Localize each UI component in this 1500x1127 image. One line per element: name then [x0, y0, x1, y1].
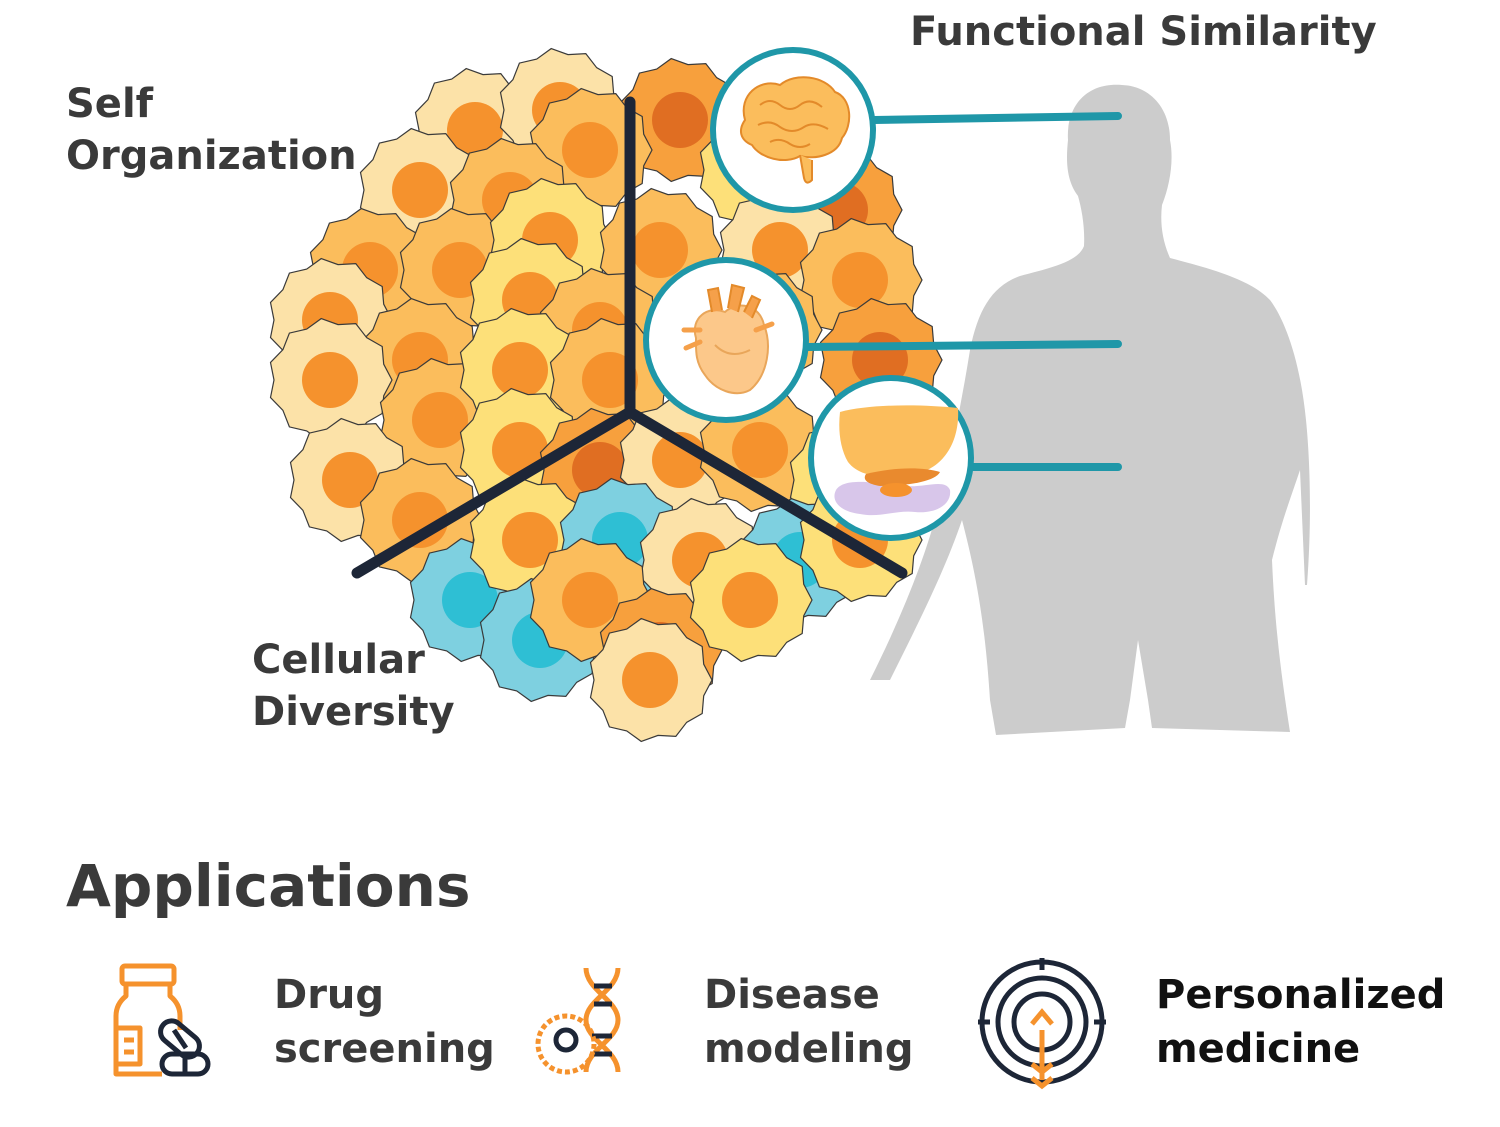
organoid-cell-nucleus — [752, 222, 808, 278]
organoid-cell-nucleus — [322, 452, 378, 508]
brain-icon — [710, 47, 876, 213]
label-line: Diversity — [252, 689, 455, 735]
organoid-cell-nucleus — [652, 92, 708, 148]
organoid-cell-nucleus — [302, 352, 358, 408]
organoid-divider — [351, 96, 908, 579]
dna-cell-icon — [535, 967, 621, 1075]
app-label-line: screening — [274, 1026, 495, 1072]
app-drug-screening-label: Drug screening — [274, 968, 495, 1076]
target-arrow-icon — [978, 958, 1106, 1090]
drug-bottle-pills-icon — [113, 963, 211, 1077]
app-disease-modeling-label: Disease modeling — [704, 968, 913, 1076]
functional-similarity-label: Functional Similarity — [910, 9, 1377, 55]
human-silhouette — [870, 84, 1310, 735]
organoid-cluster — [269, 47, 943, 743]
label-line: Self — [66, 81, 154, 127]
heart-icon — [643, 257, 809, 423]
organoid-cell-nucleus — [412, 392, 468, 448]
app-label-line: medicine — [1156, 1026, 1361, 1072]
connector-lines — [802, 112, 1122, 471]
organoid-cell-nucleus — [442, 572, 498, 628]
app-label-line: Disease — [704, 972, 880, 1018]
organoid-cell-nucleus — [562, 122, 618, 178]
cellular-diversity-label: Cellular Diversity — [252, 634, 455, 738]
organoid-cell-nucleus — [562, 572, 618, 628]
organoid-cell-nucleus — [447, 102, 503, 158]
organoid-cell-nucleus — [392, 492, 448, 548]
label-line: Organization — [66, 133, 357, 179]
organoid-cell-nucleus — [582, 352, 638, 408]
organoid-cell-nucleus — [502, 512, 558, 568]
organoid-cell-nucleus — [632, 222, 688, 278]
app-label-line: Personalized — [1156, 972, 1446, 1018]
organoid-cell-nucleus — [832, 252, 888, 308]
organoid-cell-nucleus — [392, 162, 448, 218]
organoid-cell-nucleus — [732, 422, 788, 478]
liver-pancreas-icon — [808, 375, 974, 541]
app-label-line: modeling — [704, 1026, 914, 1072]
app-personalized-medicine-label: Personalized medicine — [1156, 968, 1445, 1076]
app-label-line: Drug — [274, 972, 385, 1018]
organoid-cell-nucleus — [492, 342, 548, 398]
label-line: Cellular — [252, 637, 425, 683]
self-organization-label: Self Organization — [66, 78, 357, 182]
applications-title: Applications — [66, 852, 471, 920]
organoid-cell-nucleus — [722, 572, 778, 628]
organoid-cell-nucleus — [622, 652, 678, 708]
